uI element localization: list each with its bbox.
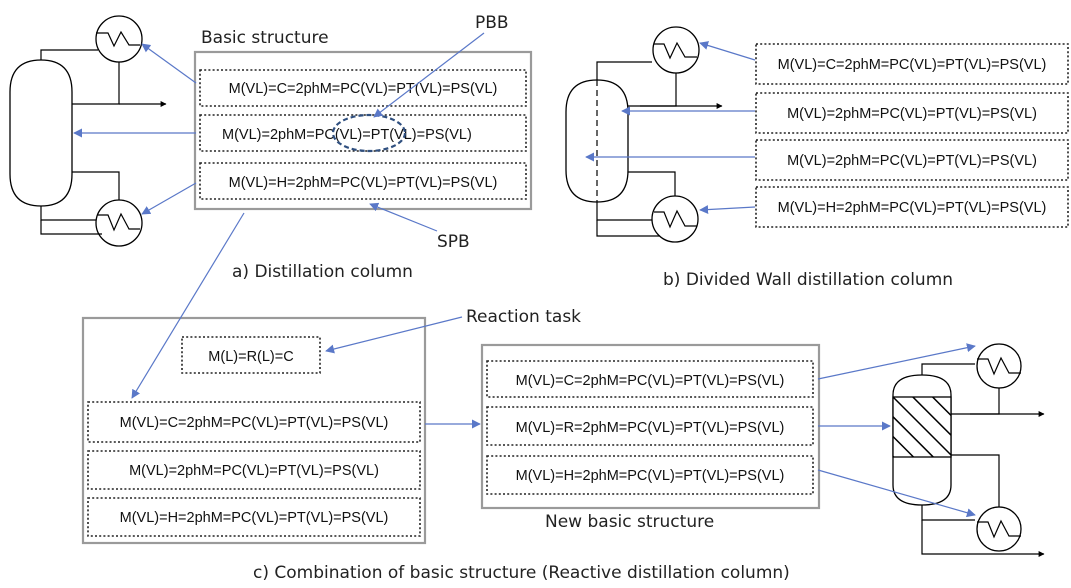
structure-row-text: M(VL)=H=2phM=PC(VL)=PT(VL)=PS(VL)	[229, 175, 498, 191]
structure-row	[199, 69, 527, 107]
pbb-label: PBB	[475, 13, 509, 33]
structure-row	[755, 139, 1069, 181]
structure-row	[87, 450, 421, 490]
row-part: M(VL)=2phM=	[222, 127, 315, 143]
new-basic-structure-label: New basic structure	[545, 512, 714, 532]
structure-row	[199, 114, 527, 152]
distillation-column-icon	[9, 15, 167, 247]
structure-row-text: M(VL)=C=2phM=PC(VL)=PT(VL)=PS(VL)	[516, 373, 785, 389]
panel-b: M(VL)=C=2phM=PC(VL)=PT(VL)=PS(VL) M(VL)=…	[565, 26, 1069, 290]
pbb-arrow	[373, 32, 485, 118]
structure-row	[755, 92, 1069, 134]
reaction-box	[181, 336, 321, 374]
structure-row	[486, 406, 814, 446]
reactive-distillation-column-icon	[892, 343, 1045, 557]
structure-row-text: M(VL)=2phM=PC(VL)=PT(VL)=PS(VL)	[129, 463, 379, 479]
panel-a: Basic structure M(VL)=C=2phM=PC(VL)=PT(V…	[9, 13, 533, 282]
structure-row-text: M(VL)=H=2phM=PC(VL)=PT(VL)=PS(VL)	[120, 510, 389, 526]
caption-c: c) Combination of basic structure (React…	[253, 563, 790, 583]
caption-a: a) Distillation column	[232, 262, 413, 282]
structure-row-text: M(VL)=C=2phM=PC(VL)=PT(VL)=PS(VL)	[778, 57, 1047, 73]
reaction-task-label: Reaction task	[466, 307, 581, 327]
pbb-ellipse	[331, 113, 407, 153]
arrow	[699, 41, 756, 61]
row-part: =PT(VL)=PS(VL)	[362, 127, 472, 143]
structure-row-text: M(VL)=2phM=PC(VL)=PT(VL)=PS(VL)	[787, 106, 1037, 122]
divided-wall-column-icon	[565, 26, 723, 243]
combine-arrow	[131, 212, 245, 399]
structure-row	[486, 455, 814, 495]
structure-row	[755, 43, 1069, 85]
structure-row-text: M(VL)=2phM=PC(VL)=PT(VL)=PS(VL)	[222, 127, 472, 143]
arrow	[817, 469, 976, 518]
reaction-arrow	[325, 316, 463, 354]
caption-b: b) Divided Wall distillation column	[663, 270, 953, 290]
structure-row-text: M(VL)=H=2phM=PC(VL)=PT(VL)=PS(VL)	[778, 200, 1047, 216]
structure-row-text: M(VL)=R=2phM=PC(VL)=PT(VL)=PS(VL)	[516, 420, 785, 436]
structure-row	[755, 186, 1069, 228]
pbb-highlight: PC(VL)	[315, 127, 363, 143]
arrow	[817, 343, 976, 380]
reaction-box-text: M(L)=R(L)=C	[208, 349, 293, 365]
structure-row-text: M(VL)=C=2phM=PC(VL)=PT(VL)=PS(VL)	[229, 81, 498, 97]
structure-row	[486, 360, 814, 398]
spb-arrow	[369, 202, 438, 232]
structure-row	[87, 497, 421, 537]
arrow	[141, 182, 197, 215]
arrow	[699, 205, 756, 215]
structure-row	[199, 162, 527, 200]
spb-label: SPB	[437, 232, 470, 252]
structure-row	[87, 401, 421, 443]
structure-row-text: M(VL)=C=2phM=PC(VL)=PT(VL)=PS(VL)	[120, 415, 389, 431]
structure-row-text: M(VL)=H=2phM=PC(VL)=PT(VL)=PS(VL)	[516, 468, 785, 484]
basic-structure-label: Basic structure	[201, 28, 329, 48]
structure-row-text: M(VL)=2phM=PC(VL)=PT(VL)=PS(VL)	[787, 153, 1037, 169]
panel-c: Reaction task M(L)=R(L)=C M(VL)=C=2phM=P…	[81, 212, 1045, 583]
arrow	[141, 43, 197, 84]
